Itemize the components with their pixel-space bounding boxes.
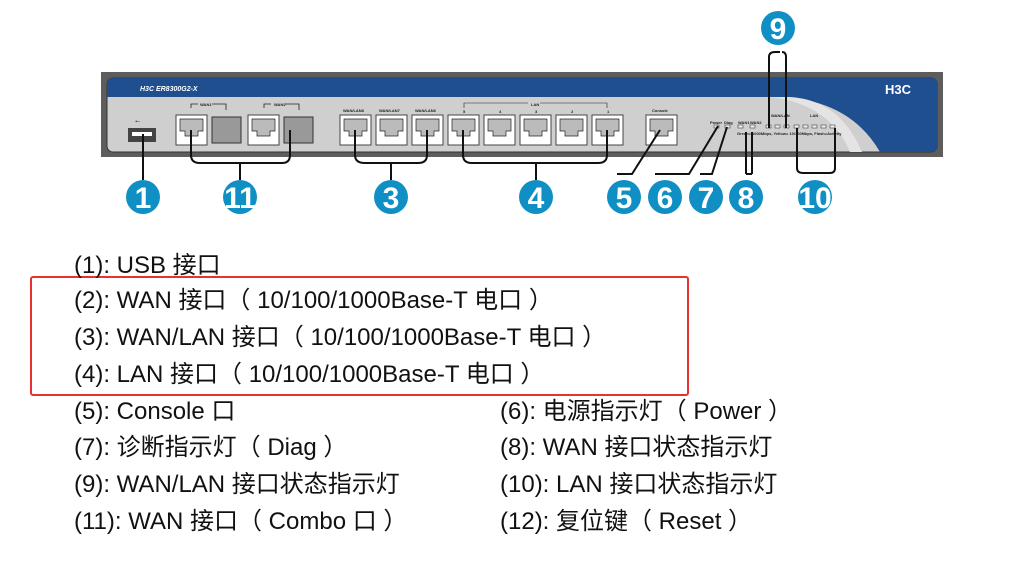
wan2-label: WAN2 — [274, 102, 286, 107]
wanlan-led-label: WAN/LAN — [771, 113, 790, 118]
lan-led-label: LAN — [810, 113, 818, 118]
svg-text:6: 6 — [657, 182, 674, 215]
legend-item: (6): 电源指示灯（ Power ） — [500, 398, 793, 425]
rj45-port — [519, 114, 552, 146]
legend-item: (7): 诊断指示灯（ Diag ） — [74, 434, 348, 461]
console-port — [645, 114, 678, 146]
callout-3: 3 — [374, 180, 408, 215]
rj45-port — [555, 114, 588, 146]
legend-item: (11): WAN 接口（ Combo 口 ） — [74, 508, 408, 535]
legend-item: (5): Console 口 — [74, 398, 236, 425]
router-front-panel-diagram: H3C ER8300G2-X H3C ⭠ WAN1 WAN2 WAN/LAN8 … — [101, 11, 943, 215]
svg-text:3: 3 — [383, 182, 400, 215]
led-legend: Green= 1000Mbps, Yellow= 10/100Mbps, Fla… — [737, 131, 842, 136]
led — [811, 124, 818, 129]
led — [820, 124, 827, 129]
callout-7: 7 — [689, 180, 723, 215]
model-label: H3C ER8300G2-X — [140, 86, 199, 93]
svg-text:5: 5 — [616, 182, 633, 215]
callout-1: 1 — [126, 180, 160, 215]
console-label: Console — [652, 108, 669, 113]
blue-band — [107, 78, 937, 152]
sfp-port-wan1 — [211, 116, 242, 144]
legend-item: (2): WAN 接口（ 10/100/1000Base-T 电口 ） — [74, 287, 553, 314]
callout-5: 5 — [607, 180, 641, 215]
svg-text:11: 11 — [224, 182, 256, 215]
svg-text:9: 9 — [770, 13, 787, 46]
lan-group-label: LAN — [531, 102, 539, 107]
legend-item: (12): 复位键（ Reset ） — [500, 508, 753, 535]
brand-logo: H3C — [885, 82, 912, 97]
diag-label: Diag — [724, 120, 733, 125]
wanlan6-label: WAN/LAN6 — [415, 108, 437, 113]
callout-9: 9 — [761, 11, 795, 46]
callout-10: 10 — [798, 180, 832, 215]
svg-text:7: 7 — [698, 182, 715, 215]
legend-item: (9): WAN/LAN 接口状态指示灯 — [74, 471, 400, 498]
led — [737, 124, 744, 129]
leader-lines — [142, 51, 836, 180]
wan1-label: WAN1 — [200, 102, 212, 107]
led — [829, 124, 836, 129]
svg-text:8: 8 — [738, 182, 755, 215]
wan2-led-label: WAN2 — [750, 120, 762, 125]
usb-icon: ⭠ — [135, 119, 140, 125]
lan3-label: 3 — [535, 109, 538, 114]
legend-item: (1): USB 接口 — [74, 252, 221, 279]
lan1-label: 1 — [607, 109, 610, 114]
rj45-port — [375, 114, 408, 146]
power-label: Power — [710, 120, 722, 125]
legend-item: (4): LAN 接口（ 10/100/1000Base-T 电口 ） — [74, 361, 545, 388]
sfp-port-wan2 — [283, 116, 314, 144]
wanlan8-label: WAN/LAN8 — [343, 108, 365, 113]
callout-8: 8 — [729, 180, 763, 215]
lan4-label: 4 — [499, 109, 502, 114]
lan2-label: 2 — [571, 109, 574, 114]
wanlan7-label: WAN/LAN7 — [379, 108, 401, 113]
svg-text:1: 1 — [135, 182, 152, 215]
led — [749, 124, 756, 129]
legend-item: (10): LAN 接口状态指示灯 — [500, 471, 778, 498]
svg-text:10: 10 — [798, 182, 831, 215]
led — [774, 124, 781, 129]
lan5-label: 5 — [463, 109, 466, 114]
callout-6: 6 — [648, 180, 682, 215]
rj45-port — [247, 114, 280, 146]
wan1-led-label: WAN1 — [738, 120, 750, 125]
callout-4: 4 — [519, 180, 553, 215]
led — [802, 124, 809, 129]
highlight-box — [30, 276, 689, 396]
svg-text:4: 4 — [528, 182, 545, 215]
legend-item: (8): WAN 接口状态指示灯 — [500, 434, 773, 461]
led — [793, 124, 800, 129]
rj45-port — [483, 114, 516, 146]
callout-11: 11 — [223, 180, 257, 215]
legend-item: (3): WAN/LAN 接口（ 10/100/1000Base-T 电口 ） — [74, 324, 607, 351]
